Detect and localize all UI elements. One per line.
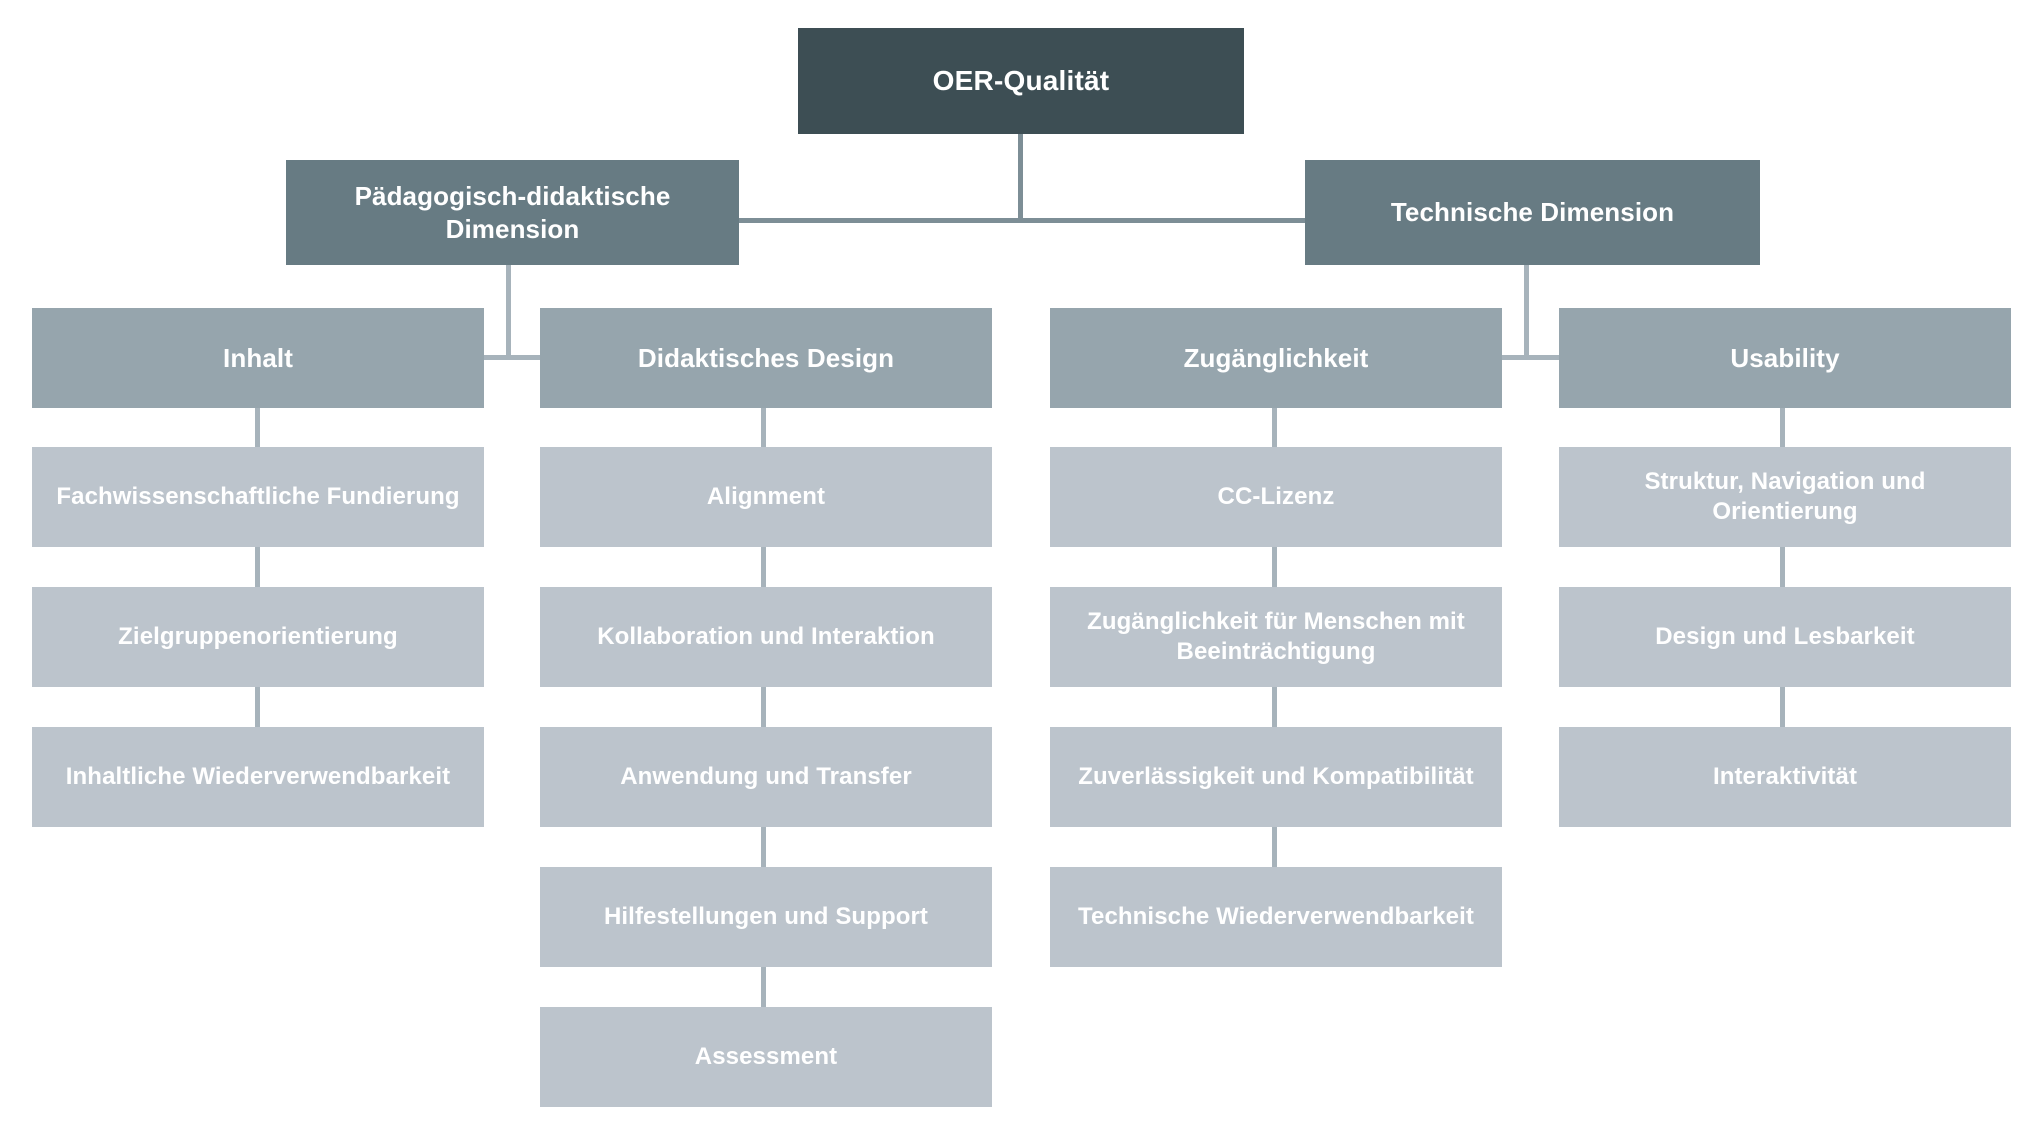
connector-inhalt-1 — [255, 407, 260, 447]
node-category-didaktisches-design[interactable]: Didaktisches Design — [540, 308, 992, 408]
node-root-oer-qualitaet[interactable]: OER-Qualität — [798, 28, 1244, 134]
connector-root-vertical — [1018, 134, 1023, 220]
connector-zugaenglichkeit-4 — [1272, 827, 1277, 867]
node-leaf-anwendung-und-transfer[interactable]: Anwendung und Transfer — [540, 727, 992, 827]
node-leaf-technische-wiederverwendbarkeit[interactable]: Technische Wiederverwendbarkeit — [1050, 867, 1502, 967]
connector-usability-3 — [1780, 687, 1785, 727]
node-category-inhalt[interactable]: Inhalt — [32, 308, 484, 408]
node-leaf-assessment[interactable]: Assessment — [540, 1007, 992, 1107]
connector-paedagogisch-tbar — [483, 355, 543, 360]
connector-dimension-spine — [739, 218, 1305, 223]
node-dimension-paedagogisch-didaktisch[interactable]: Pädagogisch-didaktische Dimension — [286, 160, 739, 265]
connector-inhalt-2 — [255, 547, 260, 587]
connector-didaktisches-2 — [761, 547, 766, 587]
node-leaf-zielgruppenorientierung[interactable]: Zielgruppenorientierung — [32, 587, 484, 687]
connector-technische-tbar — [1500, 355, 1560, 360]
node-leaf-alignment[interactable]: Alignment — [540, 447, 992, 547]
node-leaf-kollaboration-und-interaktion[interactable]: Kollaboration und Interaktion — [540, 587, 992, 687]
node-leaf-hilfestellungen-und-support[interactable]: Hilfestellungen und Support — [540, 867, 992, 967]
connector-didaktisches-4 — [761, 827, 766, 867]
node-leaf-zugaenglichkeit-fuer-menschen-mit-beeintraechtigung[interactable]: Zugänglichkeit für Menschen mit Beeinträ… — [1050, 587, 1502, 687]
connector-didaktisches-1 — [761, 407, 766, 447]
node-leaf-fachwissenschaftliche-fundierung[interactable]: Fachwissenschaftliche Fundierung — [32, 447, 484, 547]
node-leaf-struktur-navigation-und-orientierung[interactable]: Struktur, Navigation und Orientierung — [1559, 447, 2011, 547]
node-leaf-inhaltliche-wiederverwendbarkeit[interactable]: Inhaltliche Wiederverwendbarkeit — [32, 727, 484, 827]
connector-paedagogisch-vertical — [506, 265, 511, 358]
node-leaf-interaktivitaet[interactable]: Interaktivität — [1559, 727, 2011, 827]
connector-didaktisches-5 — [761, 967, 766, 1007]
connector-usability-2 — [1780, 547, 1785, 587]
connector-inhalt-3 — [255, 687, 260, 727]
connector-zugaenglichkeit-2 — [1272, 547, 1277, 587]
node-category-usability[interactable]: Usability — [1559, 308, 2011, 408]
connector-zugaenglichkeit-3 — [1272, 687, 1277, 727]
node-dimension-technisch[interactable]: Technische Dimension — [1305, 160, 1760, 265]
connector-zugaenglichkeit-1 — [1272, 407, 1277, 447]
node-leaf-cc-lizenz[interactable]: CC-Lizenz — [1050, 447, 1502, 547]
connector-technische-vertical — [1524, 265, 1529, 358]
connector-usability-1 — [1780, 407, 1785, 447]
node-category-zugaenglichkeit[interactable]: Zugänglichkeit — [1050, 308, 1502, 408]
node-leaf-zuverlaessigkeit-und-kompatibilitaet[interactable]: Zuverlässigkeit und Kompatibilität — [1050, 727, 1502, 827]
connector-didaktisches-3 — [761, 687, 766, 727]
node-leaf-design-und-lesbarkeit[interactable]: Design und Lesbarkeit — [1559, 587, 2011, 687]
